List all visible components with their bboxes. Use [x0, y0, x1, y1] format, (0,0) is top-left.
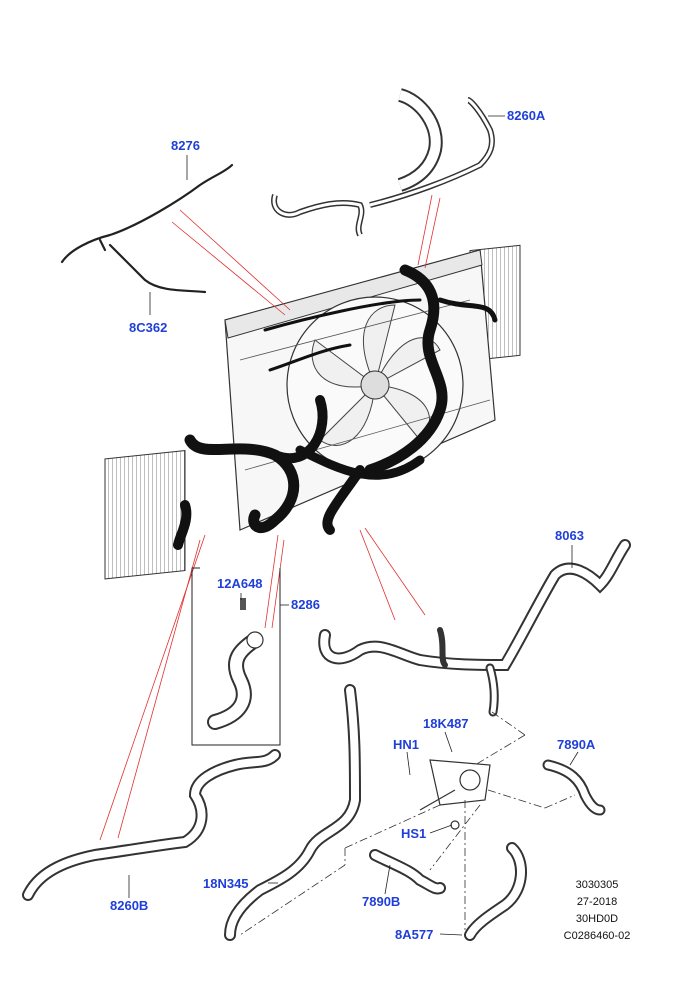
label-18k487: 18K487: [423, 716, 469, 731]
label-12a648: 12A648: [217, 576, 263, 591]
reference-line-2: 27-2018: [576, 896, 618, 908]
hose-8286-box: [191, 567, 281, 746]
reference-block: 3030305 27-2018 30HD0D C0286460-02: [552, 877, 642, 945]
label-8c362: 8C362: [129, 320, 168, 335]
hose-8260a: [271, 88, 495, 237]
hose-8260b: [22, 749, 281, 901]
label-leaders: [128, 115, 579, 936]
label-8a577: 8A577: [395, 927, 434, 942]
thermostat-housing: [419, 759, 491, 830]
label-8286: 8286: [291, 597, 320, 612]
label-8063: 8063: [555, 528, 584, 543]
label-hs1: HS1: [401, 826, 427, 841]
radiator-assembly: [104, 244, 521, 580]
radiator-hoses: [173, 264, 498, 550]
alignment-lines: [239, 711, 576, 936]
leader-lines: [99, 194, 441, 841]
label-18n345: 18N345: [203, 876, 249, 891]
label-7890a: 7890A: [557, 737, 596, 752]
condenser-left: [104, 450, 186, 580]
label-7890b: 7890B: [362, 894, 401, 909]
label-8276: 8276: [171, 138, 200, 153]
fan-hub: [360, 370, 390, 400]
label-hn1: HN1: [393, 737, 420, 752]
reference-line-3: 30HD0D: [575, 913, 619, 925]
hose-small: [369, 759, 606, 941]
label-8260a: 8260A: [507, 108, 546, 123]
hose-8063: [318, 539, 631, 717]
hose-8276: [60, 163, 234, 294]
fan-blades: [311, 304, 441, 446]
hose-18n345: [224, 684, 362, 941]
label-8260b: 8260B: [110, 898, 149, 913]
reference-line-4: C0286460-02: [563, 930, 631, 942]
reference-line-1: 3030305: [575, 879, 619, 891]
